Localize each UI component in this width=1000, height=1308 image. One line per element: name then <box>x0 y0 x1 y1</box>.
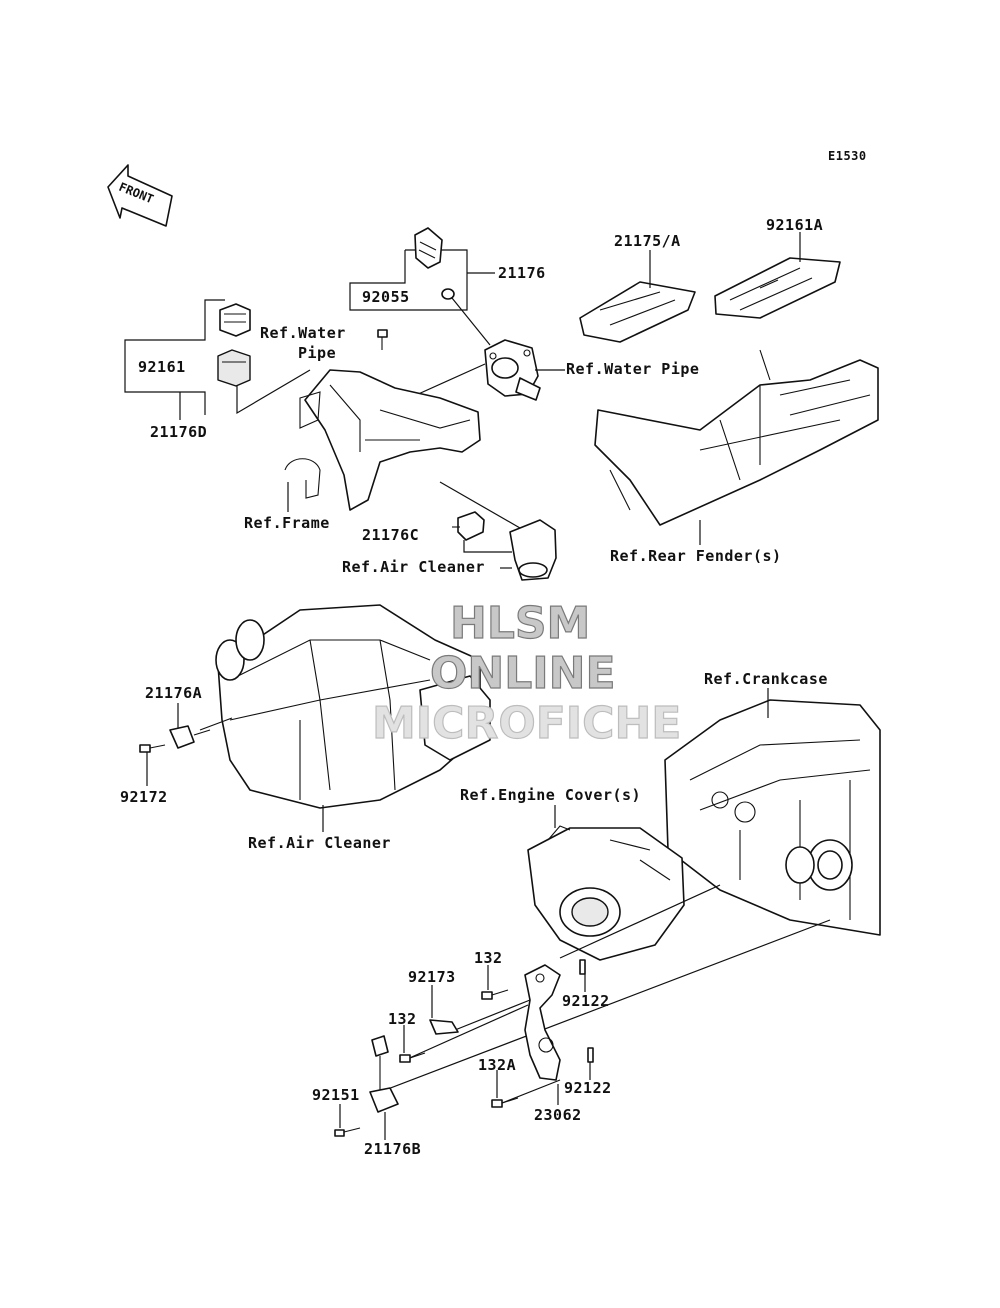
callout-132a: 132A <box>478 1056 516 1074</box>
callout-ref-air-cleaner-2: Ref.Air Cleaner <box>248 834 391 852</box>
bolt-132a-icon <box>491 1097 519 1108</box>
air-cleaner-box <box>215 604 491 809</box>
bolt-132-upper-icon <box>481 989 509 1000</box>
screw-icon <box>377 329 388 350</box>
spacer-92173 <box>429 1019 459 1035</box>
callout-92055: 92055 <box>362 288 410 306</box>
callout-132-upper: 132 <box>474 949 503 967</box>
callout-92161: 92161 <box>138 358 186 376</box>
water-temp-sensor-21176 <box>414 227 455 300</box>
callout-ref-water-pipe-1: Ref.Water <box>260 324 346 342</box>
dowel-pin-92122-upper <box>579 959 586 975</box>
ecu-21175a <box>579 281 696 343</box>
callout-92172: 92172 <box>120 788 168 806</box>
callout-92173: 92173 <box>408 968 456 986</box>
callout-ref-water-pipe-1b: Pipe <box>298 344 336 362</box>
callout-92151: 92151 <box>312 1086 360 1104</box>
callout-ref-water-pipe-2: Ref.Water Pipe <box>566 360 699 378</box>
callout-92161a: 92161A <box>766 216 823 234</box>
callout-92122-lower: 92122 <box>564 1079 612 1097</box>
bolt-92151-icon <box>334 1127 361 1137</box>
bolt-132-lower-icon <box>399 1052 426 1063</box>
callout-ref-frame: Ref.Frame <box>244 514 330 532</box>
engine-cover <box>527 825 685 961</box>
callout-21175a: 21175/A <box>614 232 681 250</box>
watermark-line1: HLSM <box>450 598 590 649</box>
water-pipe-housing <box>484 339 541 401</box>
bolt-92172-icon <box>139 744 166 753</box>
crankcase <box>664 699 881 936</box>
sensor-21176a <box>169 725 211 749</box>
callout-23062: 23062 <box>534 1106 582 1124</box>
callout-21176a: 21176A <box>145 684 202 702</box>
dowel-pin-92122-lower <box>587 1047 594 1063</box>
callout-92122-upper: 92122 <box>562 992 610 1010</box>
diagram-code: E1530 <box>828 149 867 163</box>
frame-bracket <box>284 369 481 511</box>
rear-fender <box>594 349 879 526</box>
ecu-holder-92161a <box>714 257 841 319</box>
callout-ref-rear-fender: Ref.Rear Fender(s) <box>610 547 782 565</box>
callout-132-lower: 132 <box>388 1010 417 1028</box>
callout-21176d: 21176D <box>150 423 207 441</box>
callout-ref-engine-cover: Ref.Engine Cover(s) <box>460 786 641 804</box>
relay-bracket-box <box>124 299 311 420</box>
relay-connector-icon <box>217 303 251 387</box>
callout-21176c: 21176C <box>362 526 419 544</box>
air-cleaner-intake-top <box>509 519 557 581</box>
bracket-23062 <box>524 964 561 1081</box>
callout-ref-air-cleaner-1: Ref.Air Cleaner <box>342 558 485 576</box>
front-arrow-icon: FRONT <box>107 164 173 227</box>
sensor-21176b <box>369 1035 399 1113</box>
callout-21176: 21176 <box>498 264 546 282</box>
callout-ref-crankcase: Ref.Crankcase <box>704 670 828 688</box>
callout-21176b: 21176B <box>364 1140 421 1158</box>
watermark-line2: ONLINE <box>430 648 616 699</box>
sensor-21176c <box>452 511 485 541</box>
watermark-line3: MICROFICHE <box>372 698 681 749</box>
